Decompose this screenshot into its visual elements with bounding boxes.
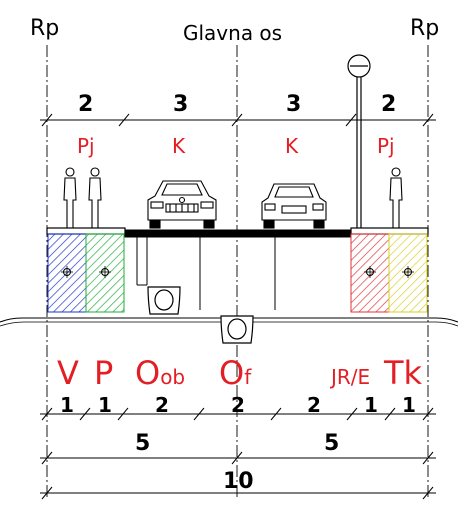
bottom-dim-1-3: 2 (155, 393, 169, 417)
bottom-dim-1-4: 2 (231, 393, 245, 417)
rp-right-label: Rp (410, 16, 439, 41)
bottom-dim-2-2: 5 (324, 431, 339, 456)
sewer-pipe-icon (220, 315, 254, 344)
car-rear-icon (261, 183, 327, 229)
zone-label-tk: Tk (383, 354, 423, 392)
utility-zone-jre (350, 233, 390, 313)
pedestrian-icon (63, 167, 77, 229)
zone-label-p: P (94, 354, 113, 392)
top-dim-1: 2 (78, 92, 93, 117)
bottom-dim-1-1: 1 (60, 393, 74, 417)
zone-label-oob-sub: ob (160, 365, 185, 389)
bottom-dim-1-6: 1 (364, 393, 378, 417)
car-front-icon (147, 180, 217, 229)
pedestrian-icon (389, 167, 403, 229)
bottom-dim-1-5: 2 (307, 393, 321, 417)
lane-label-k-right: K (285, 134, 299, 158)
bottom-dim-1-7: 1 (402, 393, 416, 417)
top-dimension-line (40, 113, 436, 127)
rp-left-label: Rp (30, 16, 59, 41)
pedestrian-icon (88, 167, 102, 229)
zone-label-oob-main: O (135, 354, 160, 392)
lane-label-k-left: K (172, 134, 186, 158)
street-lamp-icon (347, 54, 371, 228)
zone-label-oob: Oob (135, 354, 185, 392)
zone-label-of-sub: f (244, 365, 252, 389)
top-dim-3: 3 (286, 92, 301, 117)
zone-label-v: V (57, 354, 79, 392)
bottom-dim-2-1: 5 (135, 431, 150, 456)
diagram-title: Glavna os (183, 21, 282, 45)
zone-label-of: Of (219, 354, 252, 392)
utility-zone-p (85, 233, 125, 313)
reference-lines (46, 45, 429, 500)
bottom-dim-1-2: 1 (98, 393, 112, 417)
ground-line-lower (0, 321, 458, 327)
top-dim-4: 2 (381, 92, 396, 117)
sewer-pipe-icon (147, 286, 181, 315)
bottom-dimension-line-2 (40, 451, 436, 465)
zone-label-of-main: O (219, 354, 244, 392)
bottom-dimension-line-3 (40, 486, 436, 500)
zone-label-jre: JR/E (329, 365, 370, 389)
lane-label-pj-left: Pj (77, 134, 95, 158)
utility-zone-tk (388, 233, 428, 313)
bottom-dimension-line-1 (40, 407, 436, 421)
lane-label-pj-right: Pj (377, 134, 395, 158)
ground-line (0, 317, 458, 323)
bottom-dim-3-1: 10 (223, 469, 254, 494)
utility-zone-v (47, 233, 87, 313)
top-dim-2: 3 (173, 92, 188, 117)
